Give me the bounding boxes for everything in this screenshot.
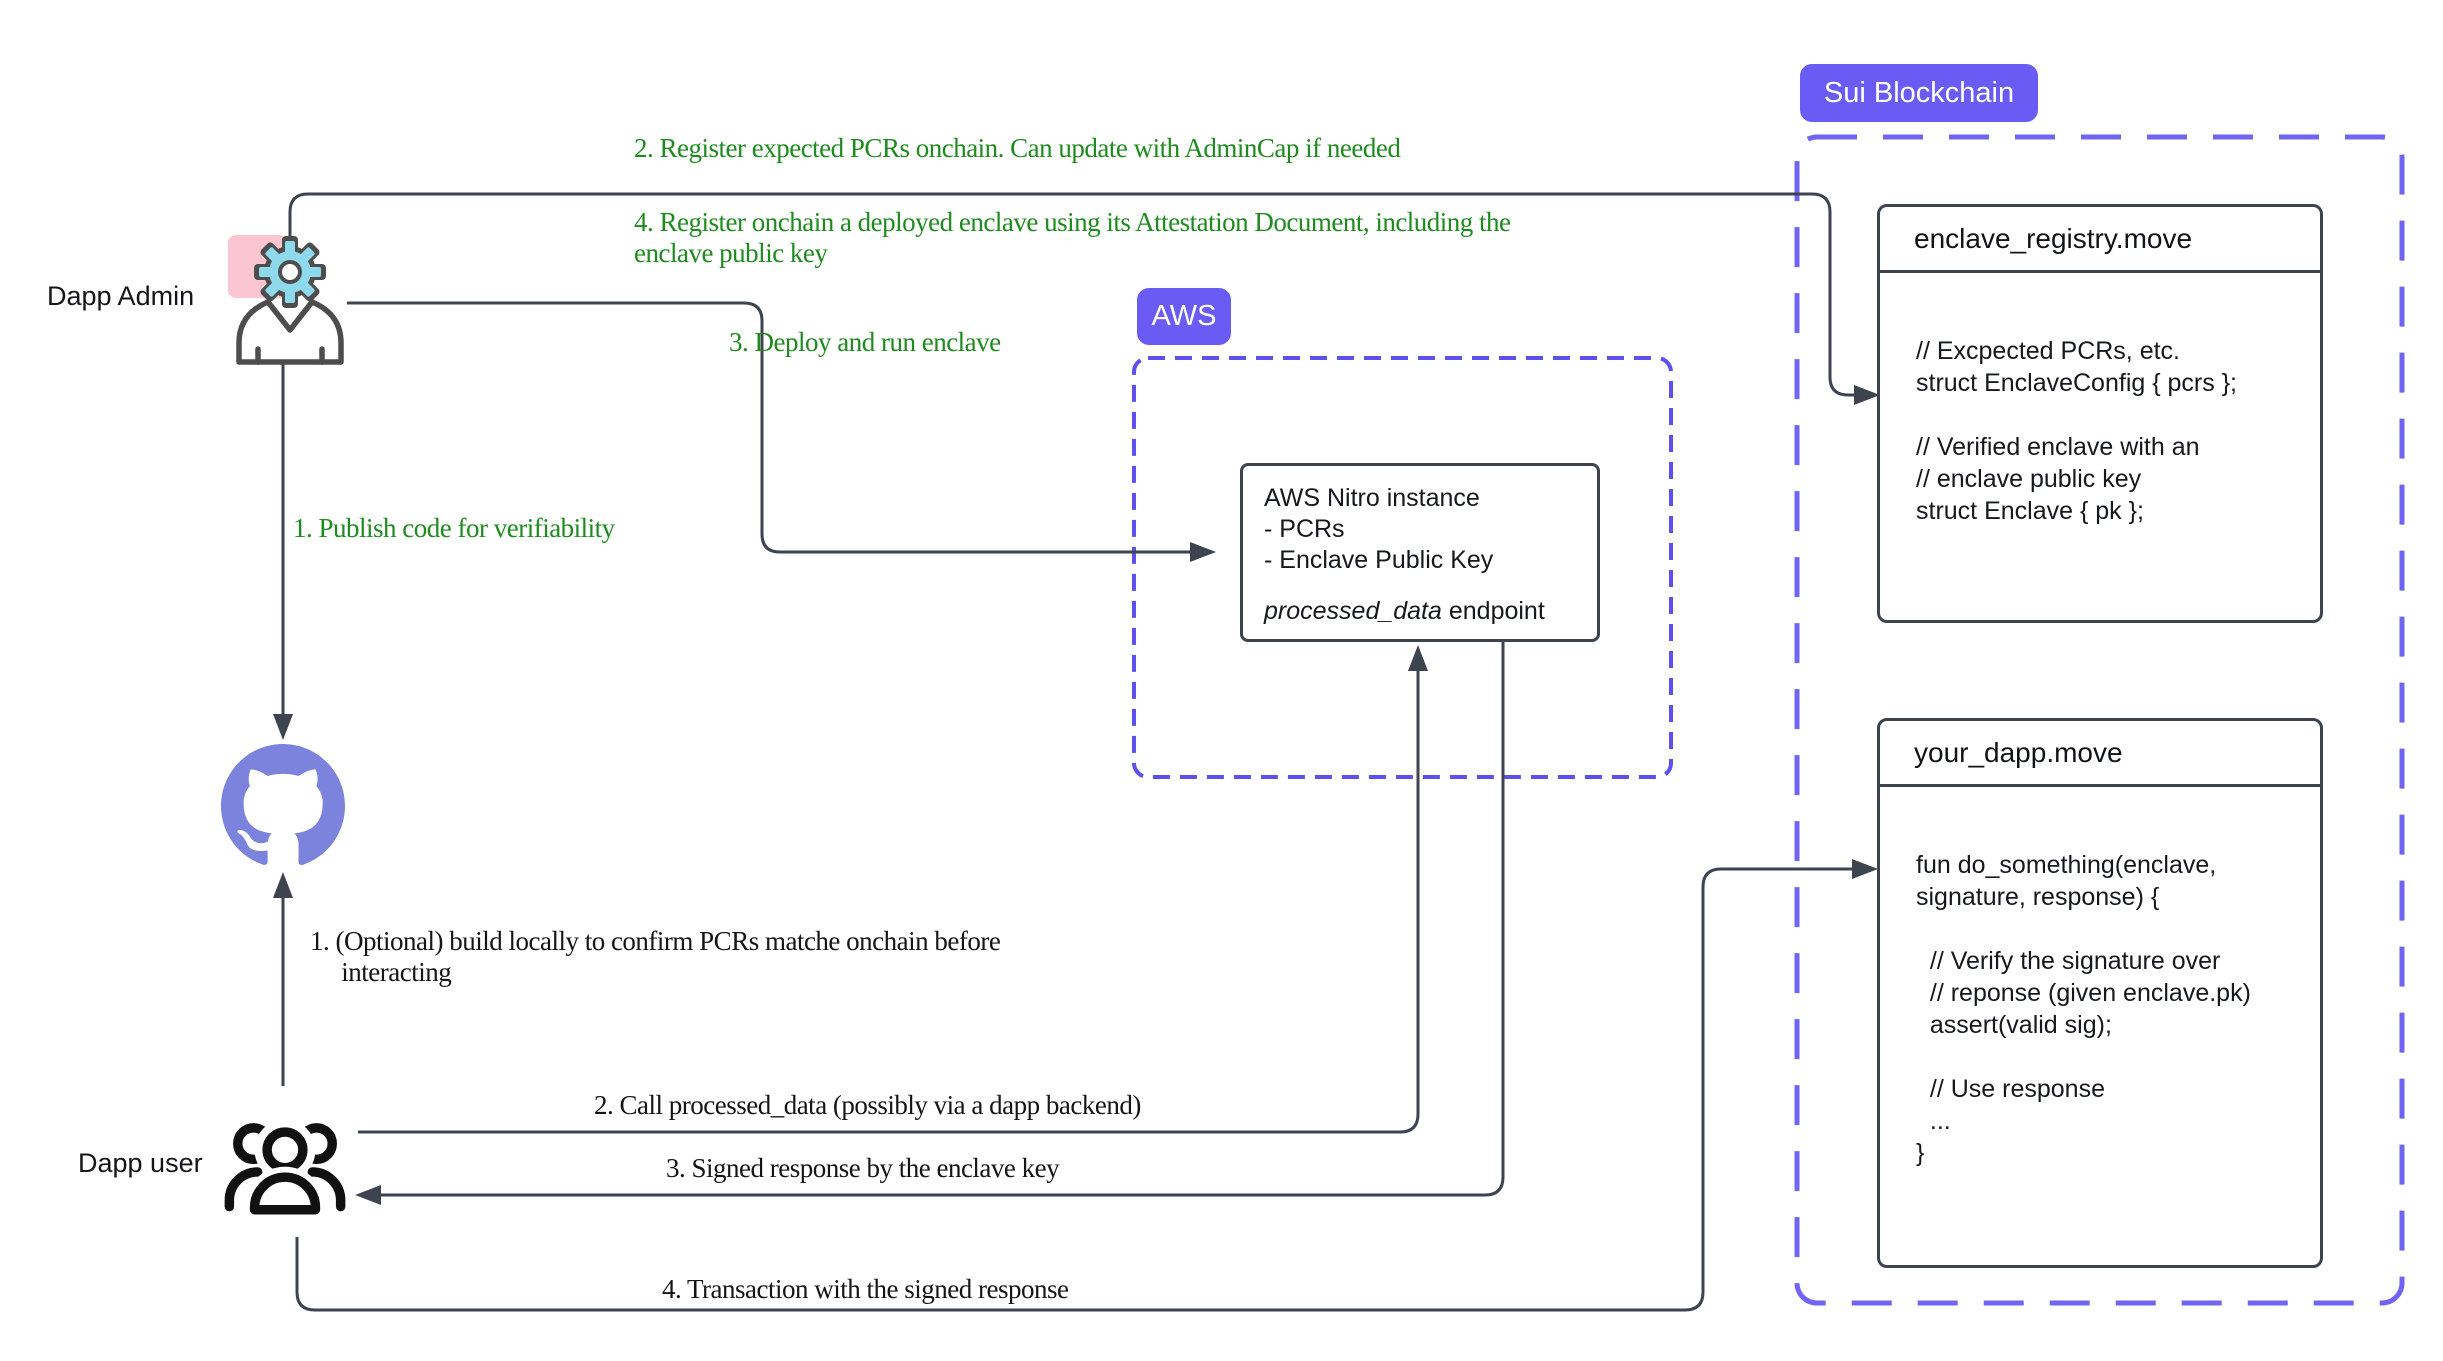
wire-publish-code — [273, 345, 293, 740]
users-group-icon — [224, 1119, 346, 1221]
gear-person-icon — [228, 235, 344, 365]
wire-call-processed-data — [358, 645, 1428, 1134]
annotation-call-processed-data: 2. Call processed_data (possibly via a d… — [594, 1090, 1141, 1120]
annotation-publish-code: 1. Publish code for verifiability — [293, 513, 615, 543]
aws-badge: AWS — [1137, 288, 1231, 345]
enclave-registry-title: enclave_registry.move — [1880, 207, 2320, 273]
sui-blockchain-badge: Sui Blockchain — [1800, 64, 2038, 122]
your-dapp-code: fun do_something(enclave, signature, res… — [1916, 851, 2251, 1167]
processed-data-endpoint-label: processed_data endpoint — [1264, 597, 1545, 625]
gear-icon — [254, 236, 326, 308]
dapp-user-label: Dapp user — [78, 1148, 203, 1178]
annotation-register-pcrs: 2. Register expected PCRs onchain. Can u… — [634, 133, 1401, 163]
annotation-build-locally: 1. (Optional) build locally to confirm P… — [310, 926, 1001, 987]
person-icon — [236, 299, 344, 365]
enclave-registry-module-box: enclave_registry.move // Excpected PCRs,… — [1877, 204, 2323, 623]
aws-nitro-instance-body: AWS Nitro instance - PCRs - Enclave Publ… — [1264, 484, 1494, 574]
annotation-transaction: 4. Transaction with the signed response — [662, 1274, 1069, 1304]
annotation-register-enclave: 4. Register onchain a deployed enclave u… — [634, 207, 1511, 268]
aws-nitro-instance-box: AWS Nitro instance - PCRs - Enclave Publ… — [1240, 463, 1600, 642]
github-icon — [221, 744, 345, 865]
annotation-deploy-enclave: 3. Deploy and run enclave — [729, 327, 1001, 357]
wire-build-locally — [273, 872, 293, 1086]
enclave-registry-code: // Excpected PCRs, etc. struct EnclaveCo… — [1916, 337, 2237, 525]
your-dapp-title: your_dapp.move — [1880, 721, 2320, 787]
dapp-admin-label: Dapp Admin — [47, 281, 195, 311]
your-dapp-module-box: your_dapp.move fun do_something(enclave,… — [1877, 718, 2323, 1268]
annotation-signed-response: 3. Signed response by the enclave key — [666, 1153, 1060, 1183]
